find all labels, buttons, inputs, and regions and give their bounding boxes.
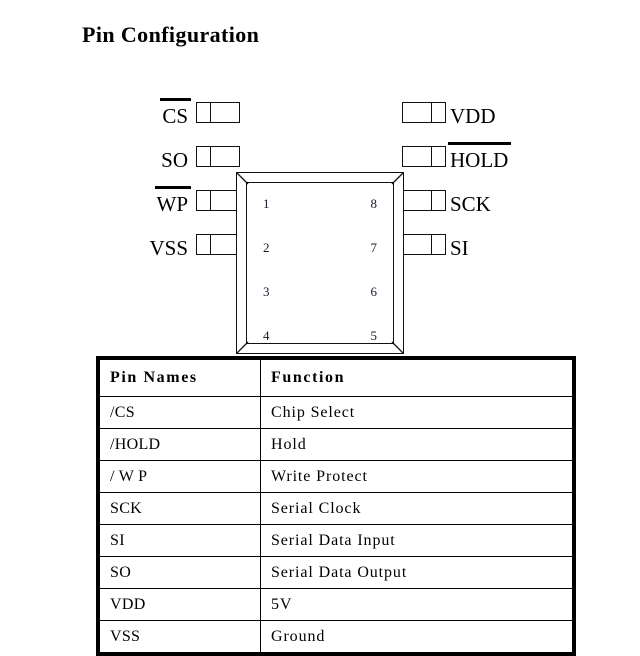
table-row: VSS Ground: [100, 620, 572, 652]
pin-label-wp-text: WP: [154, 186, 191, 216]
pin-lead-4: [196, 233, 240, 256]
page-title: Pin Configuration: [82, 22, 260, 47]
pin-lead-7: [402, 145, 446, 168]
cell-pin-name: / W P: [100, 460, 261, 493]
cell-function: Serial Data Input: [260, 524, 572, 557]
cell-pin-name: SO: [100, 556, 261, 589]
cell-pin-name: SCK: [100, 492, 261, 525]
cell-pin-name: VSS: [100, 620, 261, 652]
pin-number-3: 3: [263, 284, 270, 299]
cell-function: Ground: [260, 620, 572, 652]
pin-lead-3: [196, 189, 240, 212]
pin-label-so-text: SO: [161, 148, 188, 172]
cell-pin-name: /CS: [100, 396, 261, 429]
pin-function-table: Pin Names Function /CS Chip Select /HOLD…: [96, 356, 576, 656]
pin-number-5: 5: [370, 328, 378, 343]
pin-label-si-text: SI: [450, 236, 469, 260]
pin-label-sck: SCK: [450, 194, 491, 215]
pin-label-cs: CS: [160, 98, 191, 128]
table-header-row: Pin Names Function: [100, 360, 572, 397]
pin-label-si: SI: [450, 238, 469, 259]
pin-label-hold: HOLD: [447, 142, 512, 172]
pin-number-7: 7: [370, 240, 378, 255]
pin-number-8: 8: [370, 196, 378, 211]
cell-function: 5V: [260, 588, 572, 621]
cell-pin-name: SI: [100, 524, 261, 557]
chip-body-inner-edge: [246, 182, 394, 344]
pin-number-1: 1: [263, 196, 270, 211]
cell-pin-name: /HOLD: [100, 428, 261, 461]
cell-function: Hold: [260, 428, 572, 461]
column-header-pin-names: Pin Names: [100, 360, 261, 397]
pin-number-6: 6: [370, 284, 378, 299]
table-row: /CS Chip Select: [100, 396, 572, 429]
table-row: SO Serial Data Output: [100, 556, 572, 589]
table-row: / W P Write Protect: [100, 460, 572, 493]
table-row: SI Serial Data Input: [100, 524, 572, 557]
cell-function: Chip Select: [260, 396, 572, 429]
table-row: /HOLD Hold: [100, 428, 572, 461]
pin-label-vss: VSS: [149, 238, 188, 259]
pin-label-wp: WP: [154, 186, 191, 216]
pin-configuration-diagram: 1 2 3 4 8 7 6 5 CS SO WP VSS VDD HOLD SC…: [0, 84, 640, 354]
pin-lead-6: [402, 189, 446, 212]
pin-lead-8: [402, 101, 446, 124]
table-row: SCK Serial Clock: [100, 492, 572, 525]
pin-lead-1: [196, 101, 240, 124]
table-row: VDD 5V: [100, 588, 572, 621]
column-header-function: Function: [260, 360, 572, 397]
pin-label-vdd: VDD: [450, 106, 496, 127]
cell-function: Serial Data Output: [260, 556, 572, 589]
pin-label-cs-text: CS: [160, 98, 191, 128]
pin-number-2: 2: [263, 240, 270, 255]
pin-lead-5: [402, 233, 446, 256]
pin-lead-2: [196, 145, 240, 168]
chip-bevel-bottom-left: [237, 339, 251, 353]
pin-label-vss-text: VSS: [149, 236, 188, 260]
chip-body: 1 2 3 4 8 7 6 5: [236, 172, 404, 354]
cell-pin-name: VDD: [100, 588, 261, 621]
pin-label-vdd-text: VDD: [450, 104, 496, 128]
pin-label-so: SO: [161, 150, 188, 171]
pin-label-sck-text: SCK: [450, 192, 491, 216]
cell-function: Serial Clock: [260, 492, 572, 525]
chip-bevel-bottom-right: [389, 339, 403, 353]
chip-bevel-top-right: [389, 173, 403, 187]
cell-function: Write Protect: [260, 460, 572, 493]
chip-bevel-top-left: [237, 173, 251, 187]
pin-number-4: 4: [263, 328, 270, 343]
pin-label-hold-text: HOLD: [447, 142, 512, 172]
